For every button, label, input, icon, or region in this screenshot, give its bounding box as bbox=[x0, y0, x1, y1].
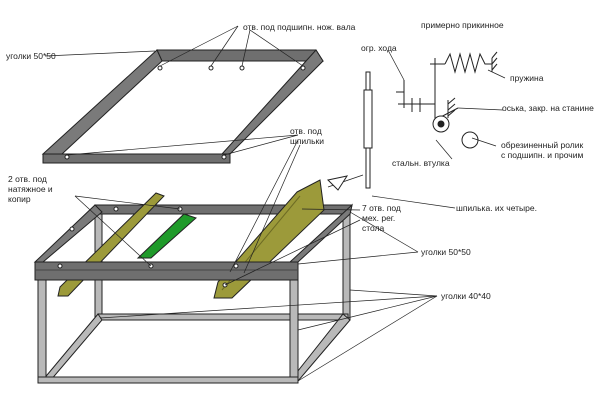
label-stud-holes: отв. под шпильки bbox=[290, 126, 324, 146]
label-steel-sleeve: стальн. втулка bbox=[392, 158, 450, 168]
label-roller: обрезиненный ролик с подшипн. и прочим bbox=[501, 140, 583, 160]
label-holes-tension-line2: натяжное и bbox=[8, 184, 53, 194]
label-holes-tension-line1: 2 отв. под bbox=[8, 174, 47, 184]
label-angle-50: уголки 50*50 bbox=[421, 247, 471, 257]
label-studs-four: шпилька. их четыре. bbox=[456, 203, 537, 213]
upper-frame bbox=[41, 49, 324, 164]
leader-lines bbox=[44, 25, 506, 382]
arrow-marker bbox=[326, 175, 349, 191]
label-axle-fixed: оськa, закр. на станине bbox=[502, 103, 594, 113]
label-holes-table-line3: стола bbox=[362, 223, 385, 233]
label-roller-line1: обрезиненный ролик bbox=[501, 140, 584, 150]
label-roller-line2: с подшипн. и прочим bbox=[501, 150, 584, 160]
label-holes-tension: 2 отв. под натяжное и копир bbox=[8, 174, 53, 204]
label-holes-table: 7 отв. под мех. рег. стола bbox=[362, 203, 401, 233]
label-stud-holes-line2: шпильки bbox=[290, 136, 325, 146]
label-top-angle: уголки 50*50 bbox=[6, 51, 56, 61]
spring-sketch bbox=[396, 51, 498, 149]
label-angle-40: уголки 40*40 bbox=[441, 291, 491, 301]
label-holes-table-line1: 7 отв. под bbox=[362, 203, 401, 213]
label-approx-sketch: примерно прикинное bbox=[421, 20, 504, 30]
label-bearing-holes: отв. под подшипн. нож. вала bbox=[243, 22, 356, 32]
lower-frame-back bbox=[33, 203, 353, 382]
stud-part bbox=[363, 71, 373, 189]
lower-frame-front bbox=[34, 261, 299, 384]
label-holes-tension-line3: копир bbox=[8, 194, 31, 204]
label-stud-holes-line1: отв. под bbox=[290, 126, 322, 136]
label-holes-table-line2: мех. рег. bbox=[362, 213, 396, 223]
label-travel-limit: огр. хода bbox=[361, 43, 397, 53]
label-spring: пружина bbox=[510, 73, 544, 83]
